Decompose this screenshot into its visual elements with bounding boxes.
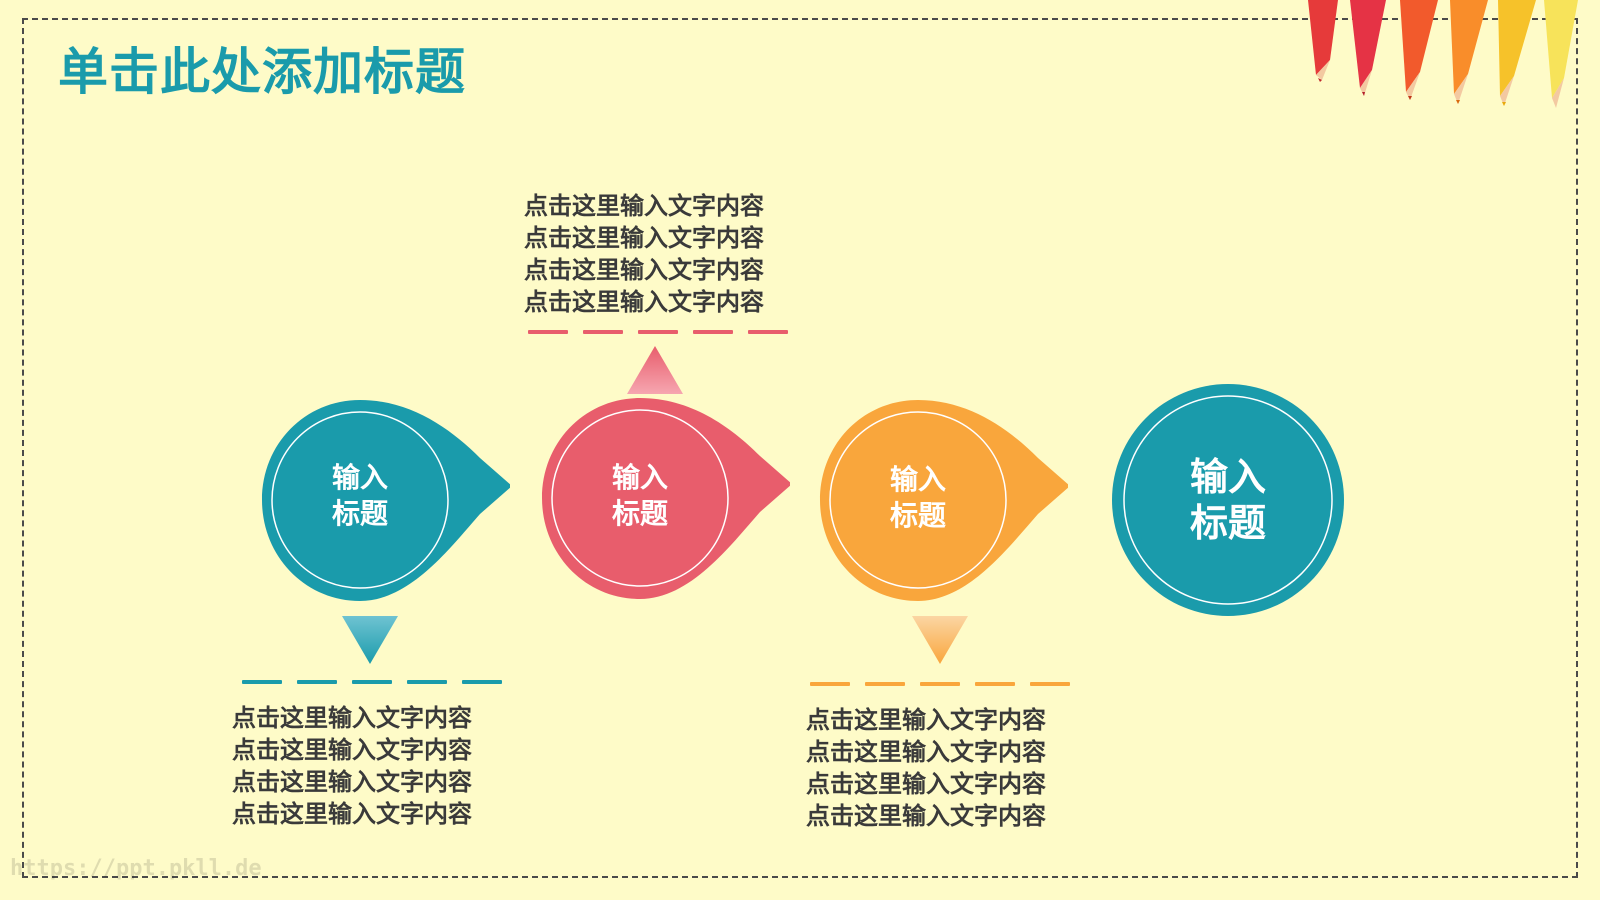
dash-separator-3 — [810, 682, 1070, 686]
dash-separator-1 — [242, 680, 502, 684]
slide-title[interactable]: 单击此处添加标题 — [58, 43, 466, 101]
text-line: 点击这里输入文字内容 — [232, 800, 472, 828]
triangle-pointer-2-icon — [627, 346, 683, 394]
step-node-1[interactable] — [260, 398, 510, 603]
watermark-url: https://ppt.pkll.de — [10, 856, 262, 881]
text-line: 点击这里输入文字内容 — [806, 802, 1046, 830]
step-node-4[interactable] — [1110, 382, 1346, 618]
text-line: 点击这里输入文字内容 — [524, 256, 764, 284]
text-line: 点击这里输入文字内容 — [806, 738, 1046, 766]
step-node-1-label: 输入 标题 — [331, 461, 388, 531]
step-node-3-label: 输入 标题 — [889, 463, 946, 533]
text-line: 点击这里输入文字内容 — [232, 768, 472, 796]
step-node-2-label: 输入 标题 — [611, 461, 668, 531]
pencils-decoration-icon — [1308, 0, 1578, 108]
text-block-1[interactable]: 点击这里输入文字内容 点击这里输入文字内容 点击这里输入文字内容 点击这里输入文… — [232, 702, 512, 830]
text-line: 点击这里输入文字内容 — [806, 770, 1046, 798]
text-line: 点击这里输入文字内容 — [232, 704, 472, 732]
step-node-2[interactable] — [540, 396, 790, 601]
dashed-border-frame — [22, 18, 1578, 878]
step-node-3[interactable] — [818, 398, 1068, 603]
text-line: 点击这里输入文字内容 — [524, 192, 764, 220]
text-block-2[interactable]: 点击这里输入文字内容 点击这里输入文字内容 点击这里输入文字内容 点击这里输入文… — [524, 190, 804, 318]
triangle-pointer-1-icon — [342, 616, 398, 664]
text-line: 点击这里输入文字内容 — [806, 706, 1046, 734]
text-line: 点击这里输入文字内容 — [524, 288, 764, 316]
dash-separator-2 — [528, 330, 788, 334]
text-line: 点击这里输入文字内容 — [524, 224, 764, 252]
step-node-4-label: 输入 标题 — [1189, 455, 1266, 545]
text-line: 点击这里输入文字内容 — [232, 736, 472, 764]
triangle-pointer-3-icon — [912, 616, 968, 664]
text-block-3[interactable]: 点击这里输入文字内容 点击这里输入文字内容 点击这里输入文字内容 点击这里输入文… — [806, 704, 1086, 832]
